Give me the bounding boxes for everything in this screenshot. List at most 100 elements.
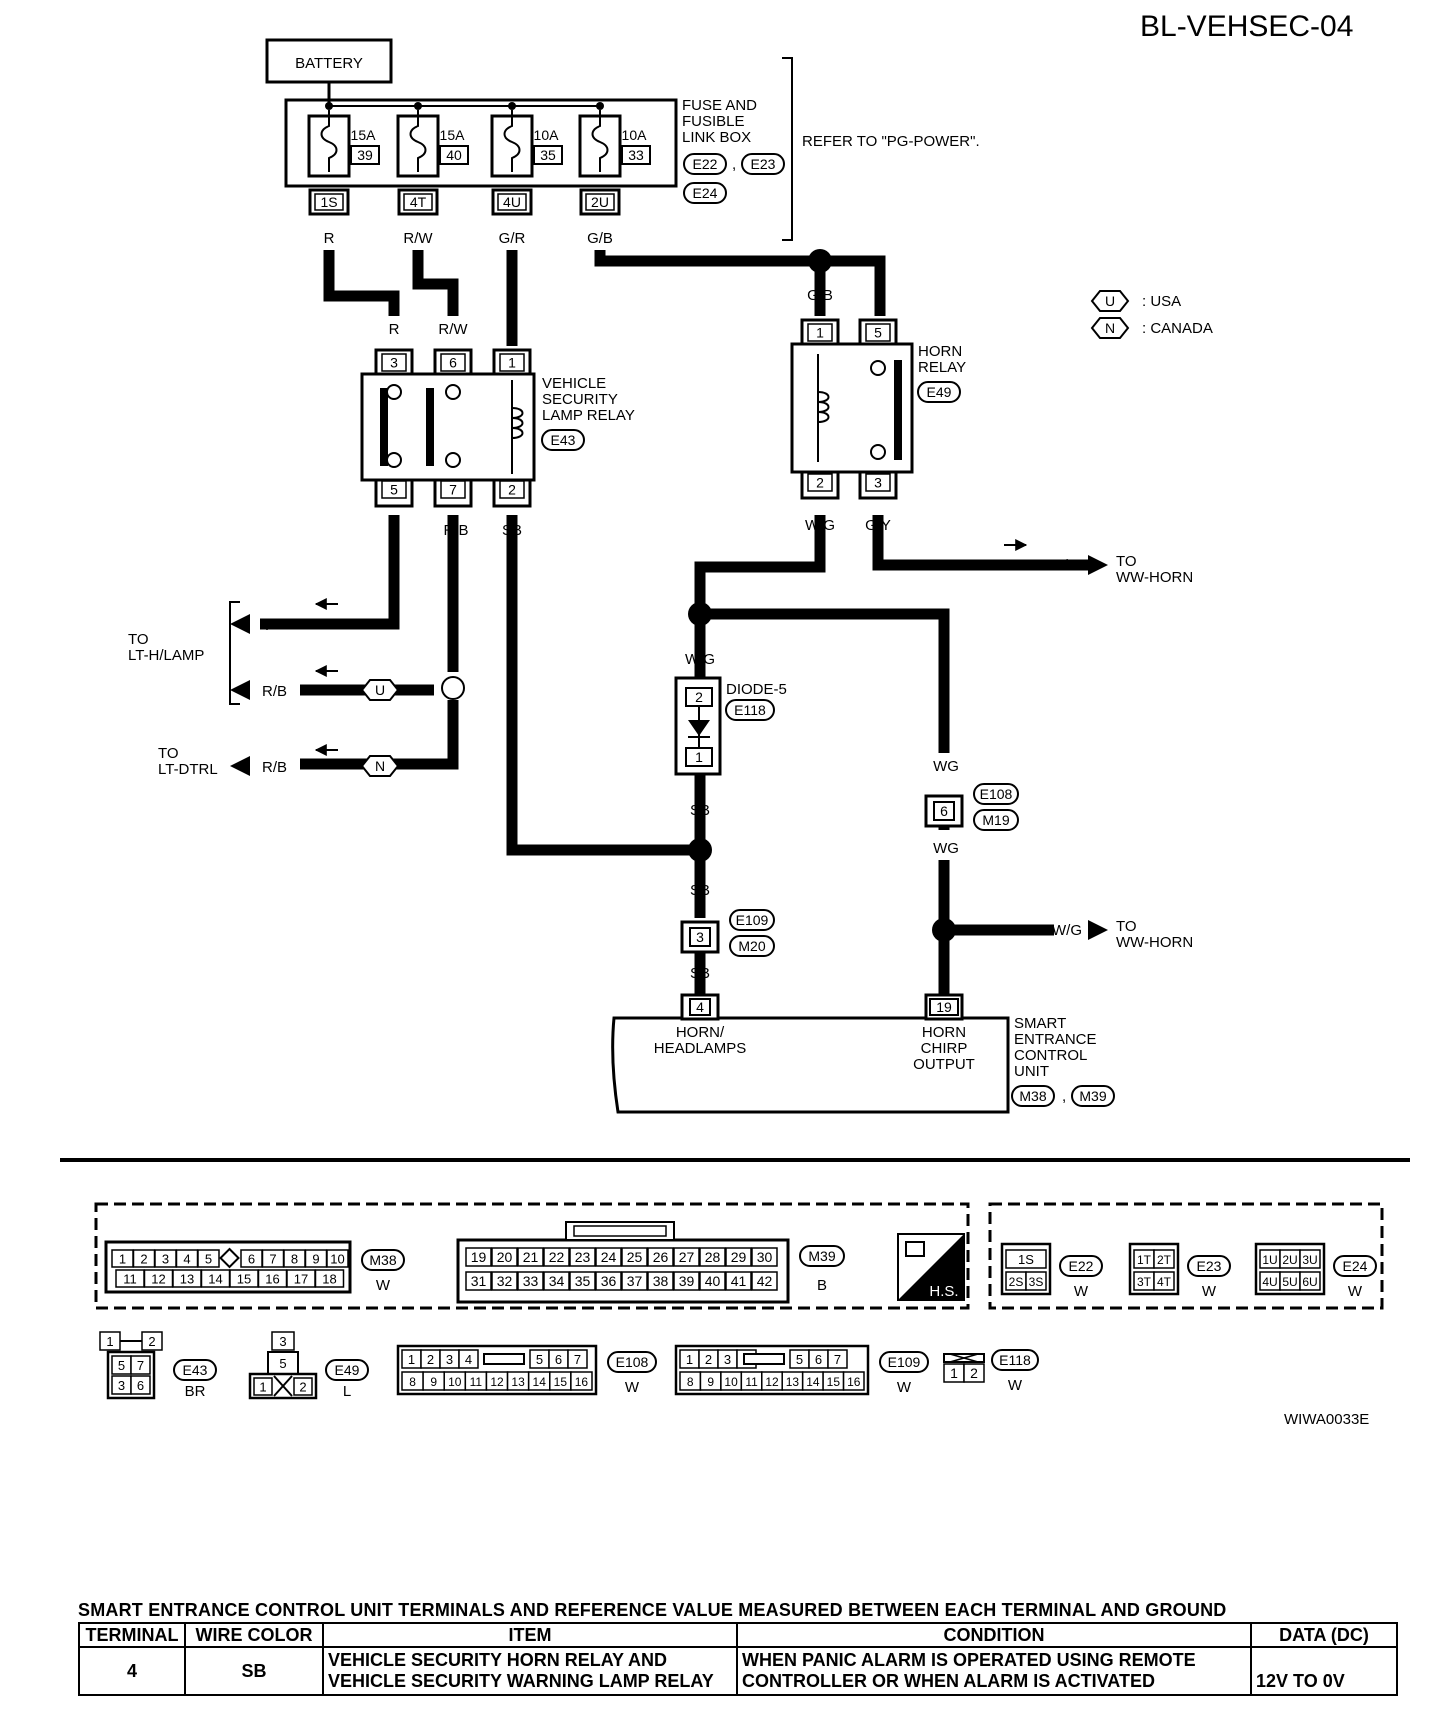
table-caption: SMART ENTRANCE CONTROL UNIT TERMINALS AN…: [78, 1600, 1227, 1620]
svg-text:: CANADA: : CANADA: [1142, 320, 1213, 337]
svg-text:SB: SB: [502, 522, 522, 539]
svg-text:E22: E22: [693, 156, 718, 172]
pin-cell: 30: [751, 1247, 778, 1267]
svg-text:6: 6: [815, 1352, 822, 1367]
svg-text:N: N: [375, 758, 385, 774]
pin-cell: 11: [464, 1371, 488, 1391]
svg-text:8: 8: [687, 1375, 694, 1389]
svg-text:,: ,: [732, 156, 736, 173]
pin-cell: 2: [698, 1349, 719, 1369]
svg-text:E24: E24: [1343, 1258, 1368, 1274]
svg-text:2: 2: [140, 1252, 147, 1267]
svg-text:4T: 4T: [1157, 1275, 1172, 1289]
svg-text:6: 6: [248, 1252, 255, 1267]
pin-cell: 3S: [1025, 1271, 1047, 1291]
pin-cell: 5U: [1279, 1271, 1301, 1291]
svg-text:2: 2: [299, 1380, 306, 1395]
svg-text:1: 1: [816, 325, 824, 341]
pin-cell: 15: [549, 1371, 572, 1391]
pin-cell: 6: [548, 1349, 569, 1369]
svg-text:1U: 1U: [1262, 1253, 1277, 1267]
svg-text:1: 1: [695, 749, 703, 765]
smart-entrance-control-unit: 4 19 HORN/ HEADLAMPS HORN CHIRP OUTPUT S…: [611, 993, 1115, 1114]
pin-cell: 33: [517, 1271, 544, 1291]
svg-text:7: 7: [449, 482, 457, 498]
output-ww-horn-1: G/Y TO WW-HORN: [1004, 539, 1193, 586]
pin-cell: 16: [257, 1269, 288, 1288]
svg-text:4T: 4T: [410, 194, 427, 210]
svg-text:HORN: HORN: [918, 343, 962, 360]
pin-cell: 1: [943, 1363, 965, 1383]
pin-cell: 4U: [1259, 1271, 1281, 1291]
svg-text:13: 13: [511, 1375, 525, 1389]
pin-cell: 3: [111, 1375, 132, 1395]
svg-text:12: 12: [490, 1375, 504, 1389]
svg-text:25: 25: [627, 1249, 643, 1265]
splice-points: [688, 249, 956, 942]
svg-text:3S: 3S: [1029, 1275, 1044, 1289]
svg-text:N: N: [1105, 320, 1115, 336]
svg-text:21: 21: [523, 1249, 539, 1265]
pin-cell: 7: [567, 1349, 588, 1369]
svg-text:E108: E108: [980, 786, 1013, 802]
svg-text:WW-HORN: WW-HORN: [1116, 934, 1193, 951]
refer-pg-power: REFER TO "PG-POWER".: [802, 133, 980, 150]
svg-text:12: 12: [151, 1272, 165, 1287]
diagram-id: BL-VEHSEC-04: [1140, 10, 1353, 43]
pin-cell: 9: [422, 1371, 445, 1391]
svg-text:SB: SB: [690, 802, 710, 819]
svg-text:G/B: G/B: [807, 287, 833, 304]
cell-data: 12V TO 0V: [1250, 1646, 1398, 1696]
svg-text:19: 19: [936, 999, 952, 1015]
pin-cell: 2S: [1005, 1271, 1027, 1291]
svg-text:G/Y: G/Y: [1052, 557, 1078, 574]
pin-cell: 1S: [1005, 1249, 1047, 1269]
output-lt-dtrl: R/B TO LT-DTRL: [158, 744, 338, 778]
svg-text:20: 20: [497, 1249, 513, 1265]
pin-cell: 42: [751, 1271, 778, 1291]
pin-cell: 34: [543, 1271, 570, 1291]
svg-text:5: 5: [279, 1356, 286, 1371]
svg-text:E23: E23: [751, 156, 776, 172]
svg-text:1T: 1T: [1137, 1253, 1152, 1267]
svg-text:LAMP RELAY: LAMP RELAY: [542, 407, 635, 424]
pin-cell: 2: [963, 1363, 985, 1383]
pin-cell: 7: [827, 1349, 848, 1369]
svg-text:L: L: [343, 1383, 351, 1400]
lamp-relay-pin-6: 6: [440, 353, 466, 372]
pin-cell: 7: [261, 1249, 285, 1268]
svg-text:16: 16: [575, 1375, 589, 1389]
pin-cell: 3: [271, 1331, 295, 1351]
svg-text:3: 3: [279, 1334, 286, 1349]
svg-text:R/B: R/B: [262, 759, 287, 776]
svg-text:M39: M39: [808, 1248, 835, 1264]
svg-text:W: W: [625, 1379, 640, 1396]
svg-text:36: 36: [601, 1273, 617, 1289]
svg-text:10: 10: [448, 1375, 462, 1389]
wiring-diagram: BL-VEHSEC-04 BATTERY 15A3915A4010A3510A3…: [60, 10, 1410, 1428]
pin-cell: 3: [717, 1349, 738, 1369]
svg-text:M38: M38: [1019, 1088, 1046, 1104]
svg-text:W: W: [1008, 1377, 1023, 1394]
svg-text:SB: SB: [690, 965, 710, 982]
svg-text:FUSIBLE: FUSIBLE: [682, 113, 745, 130]
svg-text:15: 15: [237, 1272, 251, 1287]
svg-text:39: 39: [679, 1273, 695, 1289]
svg-text:LT-H/LAMP: LT-H/LAMP: [128, 647, 204, 664]
svg-text:8: 8: [291, 1252, 298, 1267]
svg-text:ENTRANCE: ENTRANCE: [1014, 1031, 1097, 1048]
output-ww-horn-2: W/G TO WW-HORN: [1052, 918, 1193, 951]
svg-text:32: 32: [497, 1273, 513, 1289]
fuse-box-connectors: E22 , E23 E24: [683, 153, 785, 204]
svg-text:2: 2: [705, 1352, 712, 1367]
svg-text:2U: 2U: [591, 194, 609, 210]
pin-cell: 5: [197, 1249, 220, 1268]
svg-text:40: 40: [705, 1273, 721, 1289]
svg-text:6: 6: [940, 803, 948, 819]
svg-text:R: R: [324, 230, 335, 247]
svg-text:29: 29: [731, 1249, 747, 1265]
col-terminal: TERMINAL: [78, 1622, 186, 1648]
svg-text:2: 2: [695, 689, 703, 705]
